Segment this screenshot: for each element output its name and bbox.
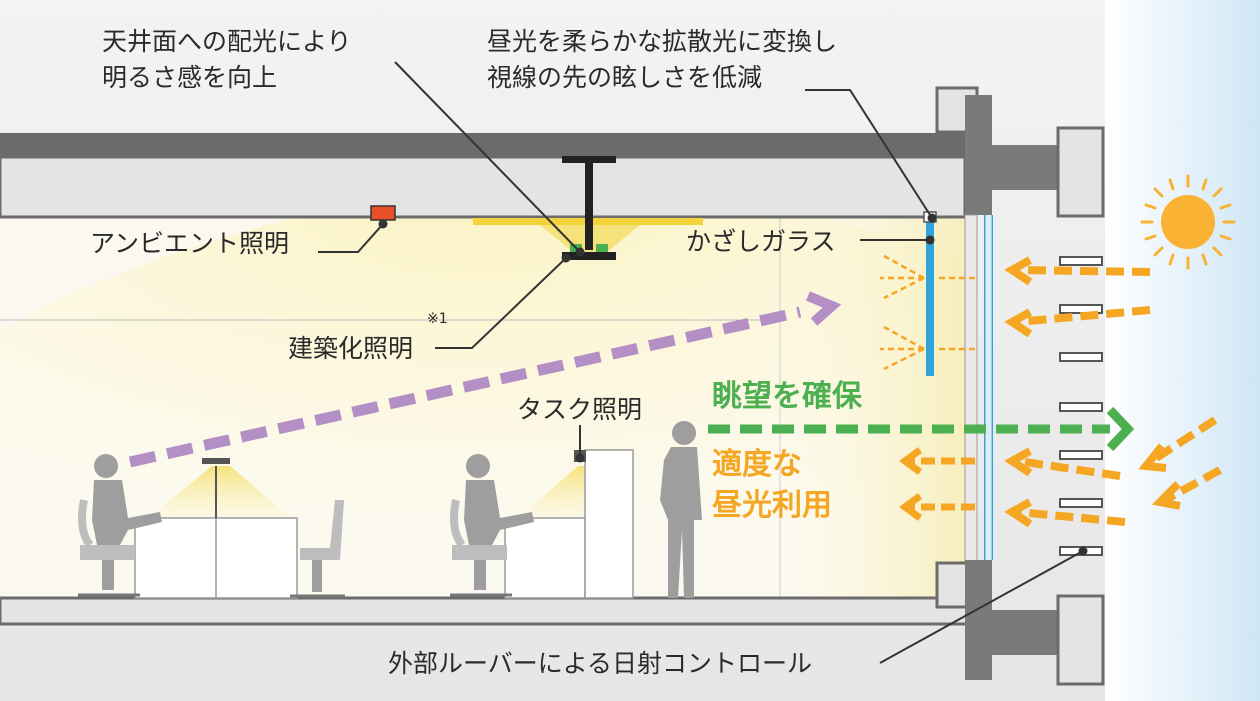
daylight-arrows-interior xyxy=(910,457,975,511)
view-arrow xyxy=(708,406,1135,452)
task-light-cone-left xyxy=(150,466,290,517)
louver-label: 外部ルーバーによる日射コントロール xyxy=(388,649,812,678)
task-lighting-label: タスク照明 xyxy=(517,395,642,424)
kazashi-glass xyxy=(926,218,934,376)
louver-blade xyxy=(1059,498,1103,508)
ceiling-slab xyxy=(0,133,965,157)
ceiling-light-label: 明るさ感を向上 xyxy=(102,63,277,92)
standing-person xyxy=(660,421,702,598)
seated-person-right xyxy=(450,454,534,597)
daylight-arrowheads-exterior xyxy=(1004,256,1181,528)
window-light-zone xyxy=(780,218,975,598)
daylight-diffuse-label: 視線の先の眩しさを低減 xyxy=(487,63,762,92)
seated-person-left xyxy=(78,454,162,597)
daylight-diffuse-label: 昼光を柔らかな拡散光に変換し xyxy=(487,27,837,56)
louver-blade xyxy=(1059,450,1103,460)
louver-blade xyxy=(1059,256,1103,266)
daylight-arrowheads-interior xyxy=(899,447,923,521)
task-light-cone-right xyxy=(520,466,590,517)
view-label: 眺望を確保 xyxy=(712,379,863,414)
leader-lines xyxy=(318,61,1088,664)
daylight-arrows-exterior xyxy=(1017,266,1222,526)
daylight-use-label: 昼光利用 xyxy=(712,488,832,523)
chair-left-opposite xyxy=(290,500,345,598)
integrated-lighting-label: 建築化照明 xyxy=(288,334,413,363)
sightline-arrow xyxy=(128,291,842,468)
exterior-glazing xyxy=(984,215,993,560)
desk-left xyxy=(134,458,298,599)
note-mark: ※1 xyxy=(427,311,448,327)
sky xyxy=(1105,0,1260,701)
ceiling-plenum xyxy=(0,155,967,219)
louver-blade xyxy=(1059,352,1103,362)
desk-right xyxy=(504,449,634,599)
facade-structure xyxy=(935,86,1105,686)
ambient-lighting-label: アンビエント照明 xyxy=(90,229,289,258)
diffused-daylight-arrows xyxy=(880,254,975,371)
ceiling-light-label: 天井面への配光により xyxy=(102,27,352,56)
ambient-lighting-fixture xyxy=(370,205,396,221)
kazashi-glass-label: かざしガラス xyxy=(686,227,836,256)
sun-icon xyxy=(1140,174,1236,270)
daylight-use-label: 適度な xyxy=(712,447,802,482)
floor-slab xyxy=(0,596,977,626)
louver-blade xyxy=(1059,402,1103,412)
